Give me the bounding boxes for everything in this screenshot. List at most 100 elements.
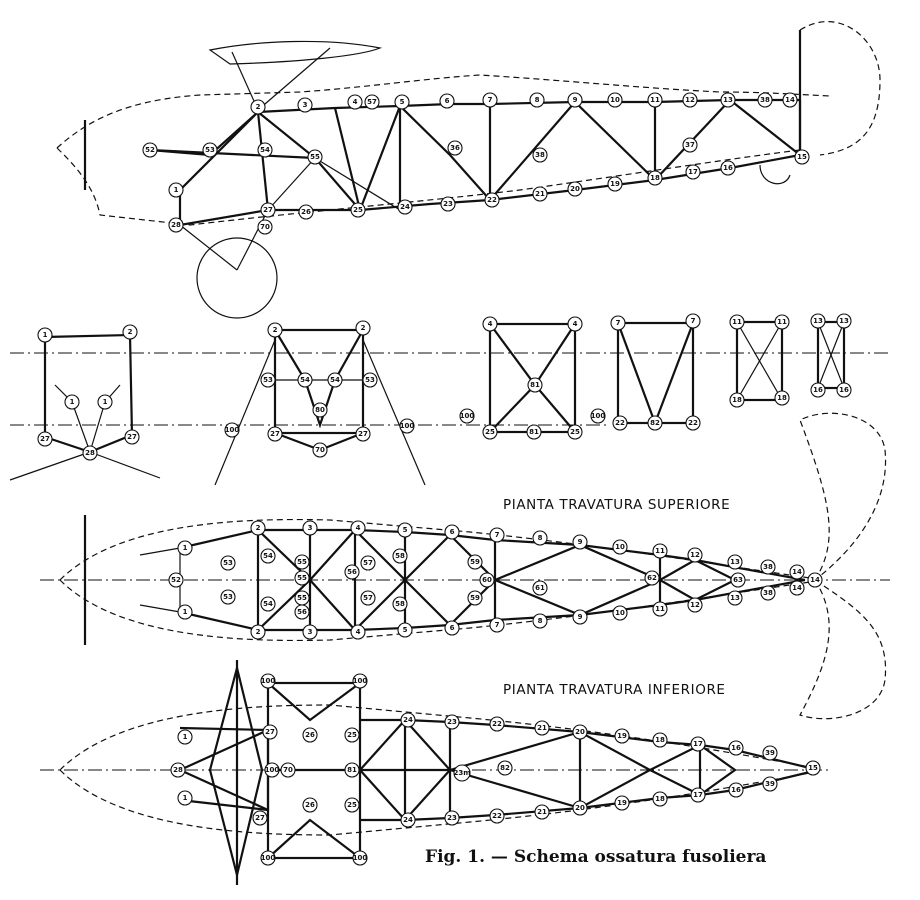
node-label: 28 bbox=[168, 217, 184, 233]
svg-text:53: 53 bbox=[223, 593, 233, 601]
node-label: 53 bbox=[220, 555, 236, 571]
svg-text:7: 7 bbox=[616, 319, 621, 327]
svg-text:25: 25 bbox=[353, 206, 363, 214]
node-label: 18 bbox=[774, 390, 790, 406]
svg-text:14: 14 bbox=[792, 568, 802, 576]
node-label: 19 bbox=[614, 728, 630, 744]
svg-text:19: 19 bbox=[617, 799, 627, 807]
svg-text:22: 22 bbox=[688, 419, 698, 427]
node-label: 9 bbox=[572, 609, 588, 625]
side-vertical bbox=[256, 111, 270, 211]
svg-text:70: 70 bbox=[315, 446, 325, 454]
svg-text:39: 39 bbox=[765, 749, 775, 757]
node-label: 100 bbox=[459, 408, 475, 424]
svg-text:1: 1 bbox=[70, 398, 75, 406]
bottom-plan-outline-lower bbox=[59, 769, 816, 836]
node-label: 1 bbox=[97, 394, 113, 410]
node-label: 100 bbox=[590, 408, 606, 424]
side-view-nodes: 2 3 4 57 5 6 7 8 9 10 11 12 13 38 14 1 5… bbox=[142, 92, 810, 235]
node-label: 54 bbox=[260, 548, 276, 564]
node-label: 56 bbox=[344, 564, 360, 580]
svg-text:10: 10 bbox=[615, 609, 625, 617]
svg-text:21: 21 bbox=[535, 190, 545, 198]
svg-text:15: 15 bbox=[797, 153, 807, 161]
svg-text:70: 70 bbox=[283, 766, 293, 774]
svg-text:26: 26 bbox=[305, 801, 315, 809]
node-label: 14 bbox=[807, 572, 823, 588]
svg-text:16: 16 bbox=[813, 386, 823, 394]
top-plan-stabilizer-left bbox=[799, 412, 887, 581]
node-label: 16 bbox=[728, 782, 744, 798]
svg-text:81: 81 bbox=[347, 766, 357, 774]
side-fuselage-top-outline bbox=[56, 74, 831, 149]
node-label: 56 bbox=[294, 604, 310, 620]
svg-text:36: 36 bbox=[450, 144, 460, 152]
svg-text:52: 52 bbox=[145, 146, 155, 154]
node-label: 3 bbox=[302, 624, 318, 640]
node-label: 13 bbox=[720, 92, 736, 108]
svg-text:1: 1 bbox=[183, 733, 188, 741]
node-label: 25 bbox=[344, 797, 360, 813]
section-1-strut bbox=[9, 451, 91, 481]
svg-text:58: 58 bbox=[395, 600, 405, 608]
svg-text:10: 10 bbox=[610, 96, 620, 104]
svg-text:56: 56 bbox=[297, 608, 307, 616]
node-label: 9 bbox=[572, 534, 588, 550]
node-label: 100 bbox=[260, 673, 276, 689]
node-label: 13 bbox=[810, 313, 826, 329]
svg-text:1: 1 bbox=[43, 331, 48, 339]
node-label: 7 bbox=[482, 92, 498, 108]
node-label: 23 bbox=[444, 714, 460, 730]
section-6-frame bbox=[816, 320, 846, 390]
svg-text:13: 13 bbox=[730, 594, 740, 602]
svg-text:13: 13 bbox=[813, 317, 823, 325]
section-6 bbox=[816, 320, 846, 390]
svg-text:1: 1 bbox=[183, 544, 188, 552]
node-label: 100 bbox=[352, 673, 368, 689]
figure-caption: Fig. 1. — Schema ossatura fusoliera bbox=[425, 847, 767, 867]
node-label: 53 bbox=[202, 142, 218, 158]
node-label: 25 bbox=[567, 424, 583, 440]
node-label: 18 bbox=[652, 791, 668, 807]
side-wing-strut bbox=[257, 47, 331, 111]
svg-text:60: 60 bbox=[482, 576, 492, 584]
svg-text:82: 82 bbox=[500, 764, 510, 772]
svg-text:12: 12 bbox=[685, 96, 695, 104]
svg-text:28: 28 bbox=[85, 449, 95, 457]
section-4-diag bbox=[616, 322, 695, 427]
section-2-strut bbox=[362, 339, 426, 486]
svg-text:100: 100 bbox=[261, 677, 276, 685]
node-label: 27 bbox=[262, 724, 278, 740]
svg-text:17: 17 bbox=[693, 791, 703, 799]
svg-text:54: 54 bbox=[263, 552, 273, 560]
svg-text:20: 20 bbox=[575, 728, 585, 736]
svg-text:58: 58 bbox=[395, 552, 405, 560]
svg-text:4: 4 bbox=[356, 628, 361, 636]
node-label: 70 bbox=[312, 442, 328, 458]
svg-text:38: 38 bbox=[760, 96, 770, 104]
top-plan-longeron-lower bbox=[258, 578, 806, 632]
svg-text:7: 7 bbox=[495, 621, 500, 629]
svg-text:53: 53 bbox=[223, 559, 233, 567]
top-plan-longeron-upper bbox=[258, 528, 806, 582]
svg-text:11: 11 bbox=[777, 318, 787, 326]
section-nodes: 1 2 1 1 27 27 28 2 2 53 54 54 53 80 100 … bbox=[37, 313, 852, 461]
svg-text:27: 27 bbox=[358, 430, 368, 438]
node-label: 23m bbox=[453, 764, 471, 782]
node-label: 62 bbox=[644, 570, 660, 586]
node-label: 27 bbox=[252, 810, 268, 826]
node-label: 12 bbox=[687, 597, 703, 613]
node-label: 1 bbox=[177, 790, 193, 806]
svg-text:27: 27 bbox=[263, 206, 273, 214]
svg-text:12: 12 bbox=[690, 601, 700, 609]
node-label: 12 bbox=[682, 92, 698, 108]
node-label: 24 bbox=[400, 712, 416, 728]
node-label: 17 bbox=[685, 164, 701, 180]
side-wheel bbox=[196, 237, 278, 319]
node-label: 9 bbox=[567, 92, 583, 108]
svg-text:14: 14 bbox=[810, 576, 820, 584]
side-view bbox=[56, 21, 881, 319]
svg-text:54: 54 bbox=[300, 376, 310, 384]
svg-text:3: 3 bbox=[308, 628, 313, 636]
section-4 bbox=[616, 321, 695, 427]
